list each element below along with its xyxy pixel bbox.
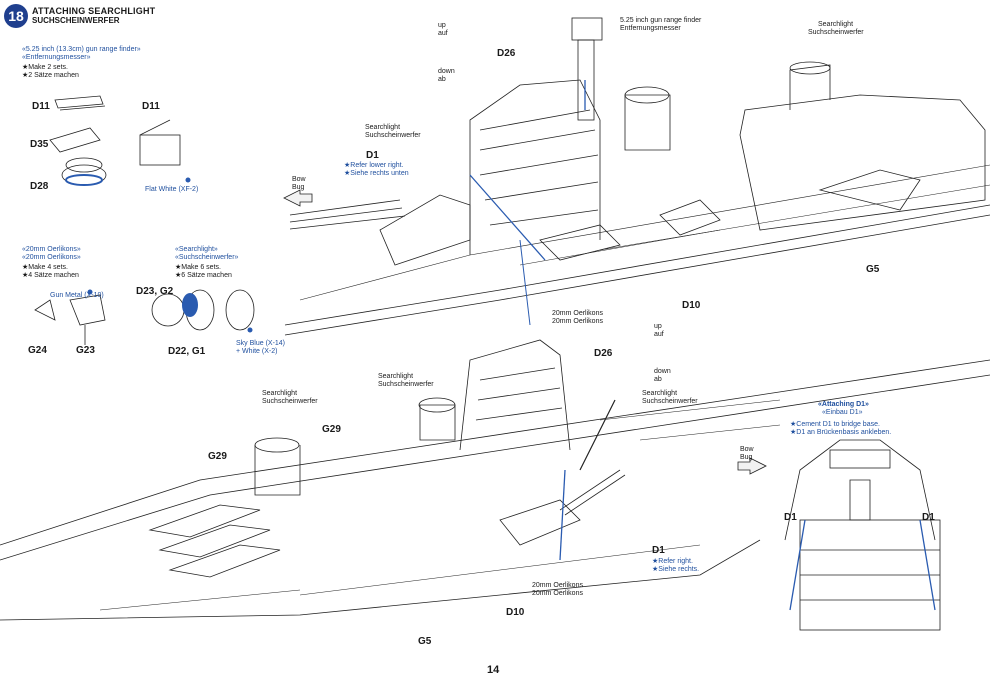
lower-searchlight-c-de: Suchscheinwerfer bbox=[642, 398, 698, 405]
rangefinder-box-title-de: «Entfernungsmesser» bbox=[22, 54, 91, 61]
upper-searchlight-left-de: Suchscheinwerfer bbox=[365, 132, 421, 139]
upper-oerlikons-label-de: 20mm Oerlikons bbox=[552, 318, 603, 325]
lower-down-label: down bbox=[654, 368, 671, 375]
lower-up-label-de: auf bbox=[654, 331, 664, 338]
lower-d26-label: D26 bbox=[594, 348, 613, 359]
rangefinder-box-note-de: ★2 Sätze machen bbox=[22, 72, 79, 79]
d1-box-note-de: ★D1 an Brückenbasis ankleben. bbox=[790, 429, 892, 436]
upper-searchlight-right-de: Suchscheinwerfer bbox=[808, 29, 864, 36]
lower-searchlight-b-de: Suchscheinwerfer bbox=[262, 398, 318, 405]
lower-d1-note: ★Refer right. bbox=[652, 558, 693, 565]
lower-g5-label: G5 bbox=[418, 636, 432, 647]
upper-up-label-de: auf bbox=[438, 30, 448, 37]
d1-box-note: ★Cement D1 to bridge base. bbox=[790, 421, 880, 428]
upper-d1-label: D1 bbox=[366, 150, 379, 161]
part-label-d28: D28 bbox=[30, 181, 49, 192]
step-number-badge: 18 bbox=[4, 4, 28, 28]
searchlight-box-title-de: «Suchscheinwerfer» bbox=[175, 254, 239, 261]
searchlight-box-note-de: ★6 Sätze machen bbox=[175, 272, 232, 279]
lower-d10-label: D10 bbox=[506, 607, 525, 618]
lower-oerlikons-label: 20mm Oerlikons bbox=[532, 582, 583, 589]
oerlikons-box-note: ★Make 4 sets. bbox=[22, 264, 68, 271]
part-label-d11-left: D11 bbox=[32, 101, 50, 112]
lower-d1-note-de: ★Siehe rechts. bbox=[652, 566, 700, 573]
d1-box-title-de: «Einbau D1» bbox=[822, 409, 863, 416]
part-label-d23-g2: D23, G2 bbox=[136, 286, 174, 297]
d1-box-left-label: D1 bbox=[784, 512, 797, 523]
upper-d1-note-de: ★Siehe rechts unten bbox=[344, 170, 409, 177]
searchlight-box-note: ★Make 6 sets. bbox=[175, 264, 221, 271]
lower-g29-label-a: G29 bbox=[322, 424, 341, 435]
step-title: ATTACHING SEARCHLIGHT bbox=[32, 6, 156, 16]
part-label-g24: G24 bbox=[28, 345, 47, 356]
lower-searchlight-a: Searchlight bbox=[378, 373, 414, 380]
paint-sky-blue: Sky Blue (X-14) bbox=[236, 340, 286, 347]
step-subtitle: SUCHSCHEINWERFER bbox=[32, 16, 120, 25]
d1-box-title: «Attaching D1» bbox=[818, 401, 869, 408]
upper-d1-note: ★Refer lower right. bbox=[344, 162, 404, 169]
lower-searchlight-b: Searchlight bbox=[262, 390, 298, 397]
upper-d10-label: D10 bbox=[682, 300, 701, 311]
upper-oerlikons-label: 20mm Oerlikons bbox=[552, 310, 603, 317]
part-label-d22-g1: D22, G1 bbox=[168, 346, 206, 357]
lower-searchlight-c: Searchlight bbox=[642, 390, 678, 397]
d1-box-right-label: D1 bbox=[922, 512, 935, 523]
oerlikons-box-note-de: ★4 Sätze machen bbox=[22, 272, 79, 279]
upper-searchlight-left: Searchlight bbox=[365, 124, 401, 131]
upper-down-label-de: ab bbox=[438, 76, 446, 83]
page-number: 14 bbox=[487, 664, 500, 676]
upper-d26-label: D26 bbox=[497, 48, 516, 59]
upper-bow-label-de: Bug bbox=[292, 184, 305, 191]
upper-g5-label: G5 bbox=[866, 264, 880, 275]
lower-g29-label-b: G29 bbox=[208, 451, 227, 462]
paint-flat-white: Flat White (XF-2) bbox=[145, 186, 199, 193]
part-label-g23: G23 bbox=[76, 345, 95, 356]
upper-rangefinder-label: 5.25 inch gun range finder bbox=[620, 17, 702, 24]
part-label-d11-right: D11 bbox=[142, 101, 160, 112]
lower-searchlight-a-de: Suchscheinwerfer bbox=[378, 381, 434, 388]
upper-rangefinder-label-de: Entfernungsmesser bbox=[620, 25, 681, 32]
paint-gun-metal: Gun Metal (X-10) bbox=[50, 292, 104, 299]
rangefinder-box-title: «5.25 inch (13.3cm) gun range finder» bbox=[22, 46, 141, 53]
lower-bow-label: Bow bbox=[740, 446, 754, 453]
oerlikons-box-title: «20mm Oerlikons» bbox=[22, 246, 81, 253]
part-label-d35: D35 bbox=[30, 139, 49, 150]
upper-searchlight-right: Searchlight bbox=[818, 21, 854, 28]
oerlikons-box-title-de: «20mm Oerlikons» bbox=[22, 254, 81, 261]
lower-bow-label-de: Bug bbox=[740, 454, 753, 461]
lower-up-label: up bbox=[654, 323, 662, 330]
upper-bow-label: Bow bbox=[292, 176, 306, 183]
rangefinder-box-note: ★Make 2 sets. bbox=[22, 64, 68, 71]
searchlight-box-title: «Searchlight» bbox=[175, 246, 218, 253]
lower-oerlikons-label-de: 20mm Oerlikons bbox=[532, 590, 583, 597]
upper-up-label: up bbox=[438, 22, 446, 29]
lower-d1-label: D1 bbox=[652, 545, 665, 556]
lower-down-label-de: ab bbox=[654, 376, 662, 383]
paint-white: + White (X-2) bbox=[236, 348, 278, 355]
upper-down-label: down bbox=[438, 68, 455, 75]
